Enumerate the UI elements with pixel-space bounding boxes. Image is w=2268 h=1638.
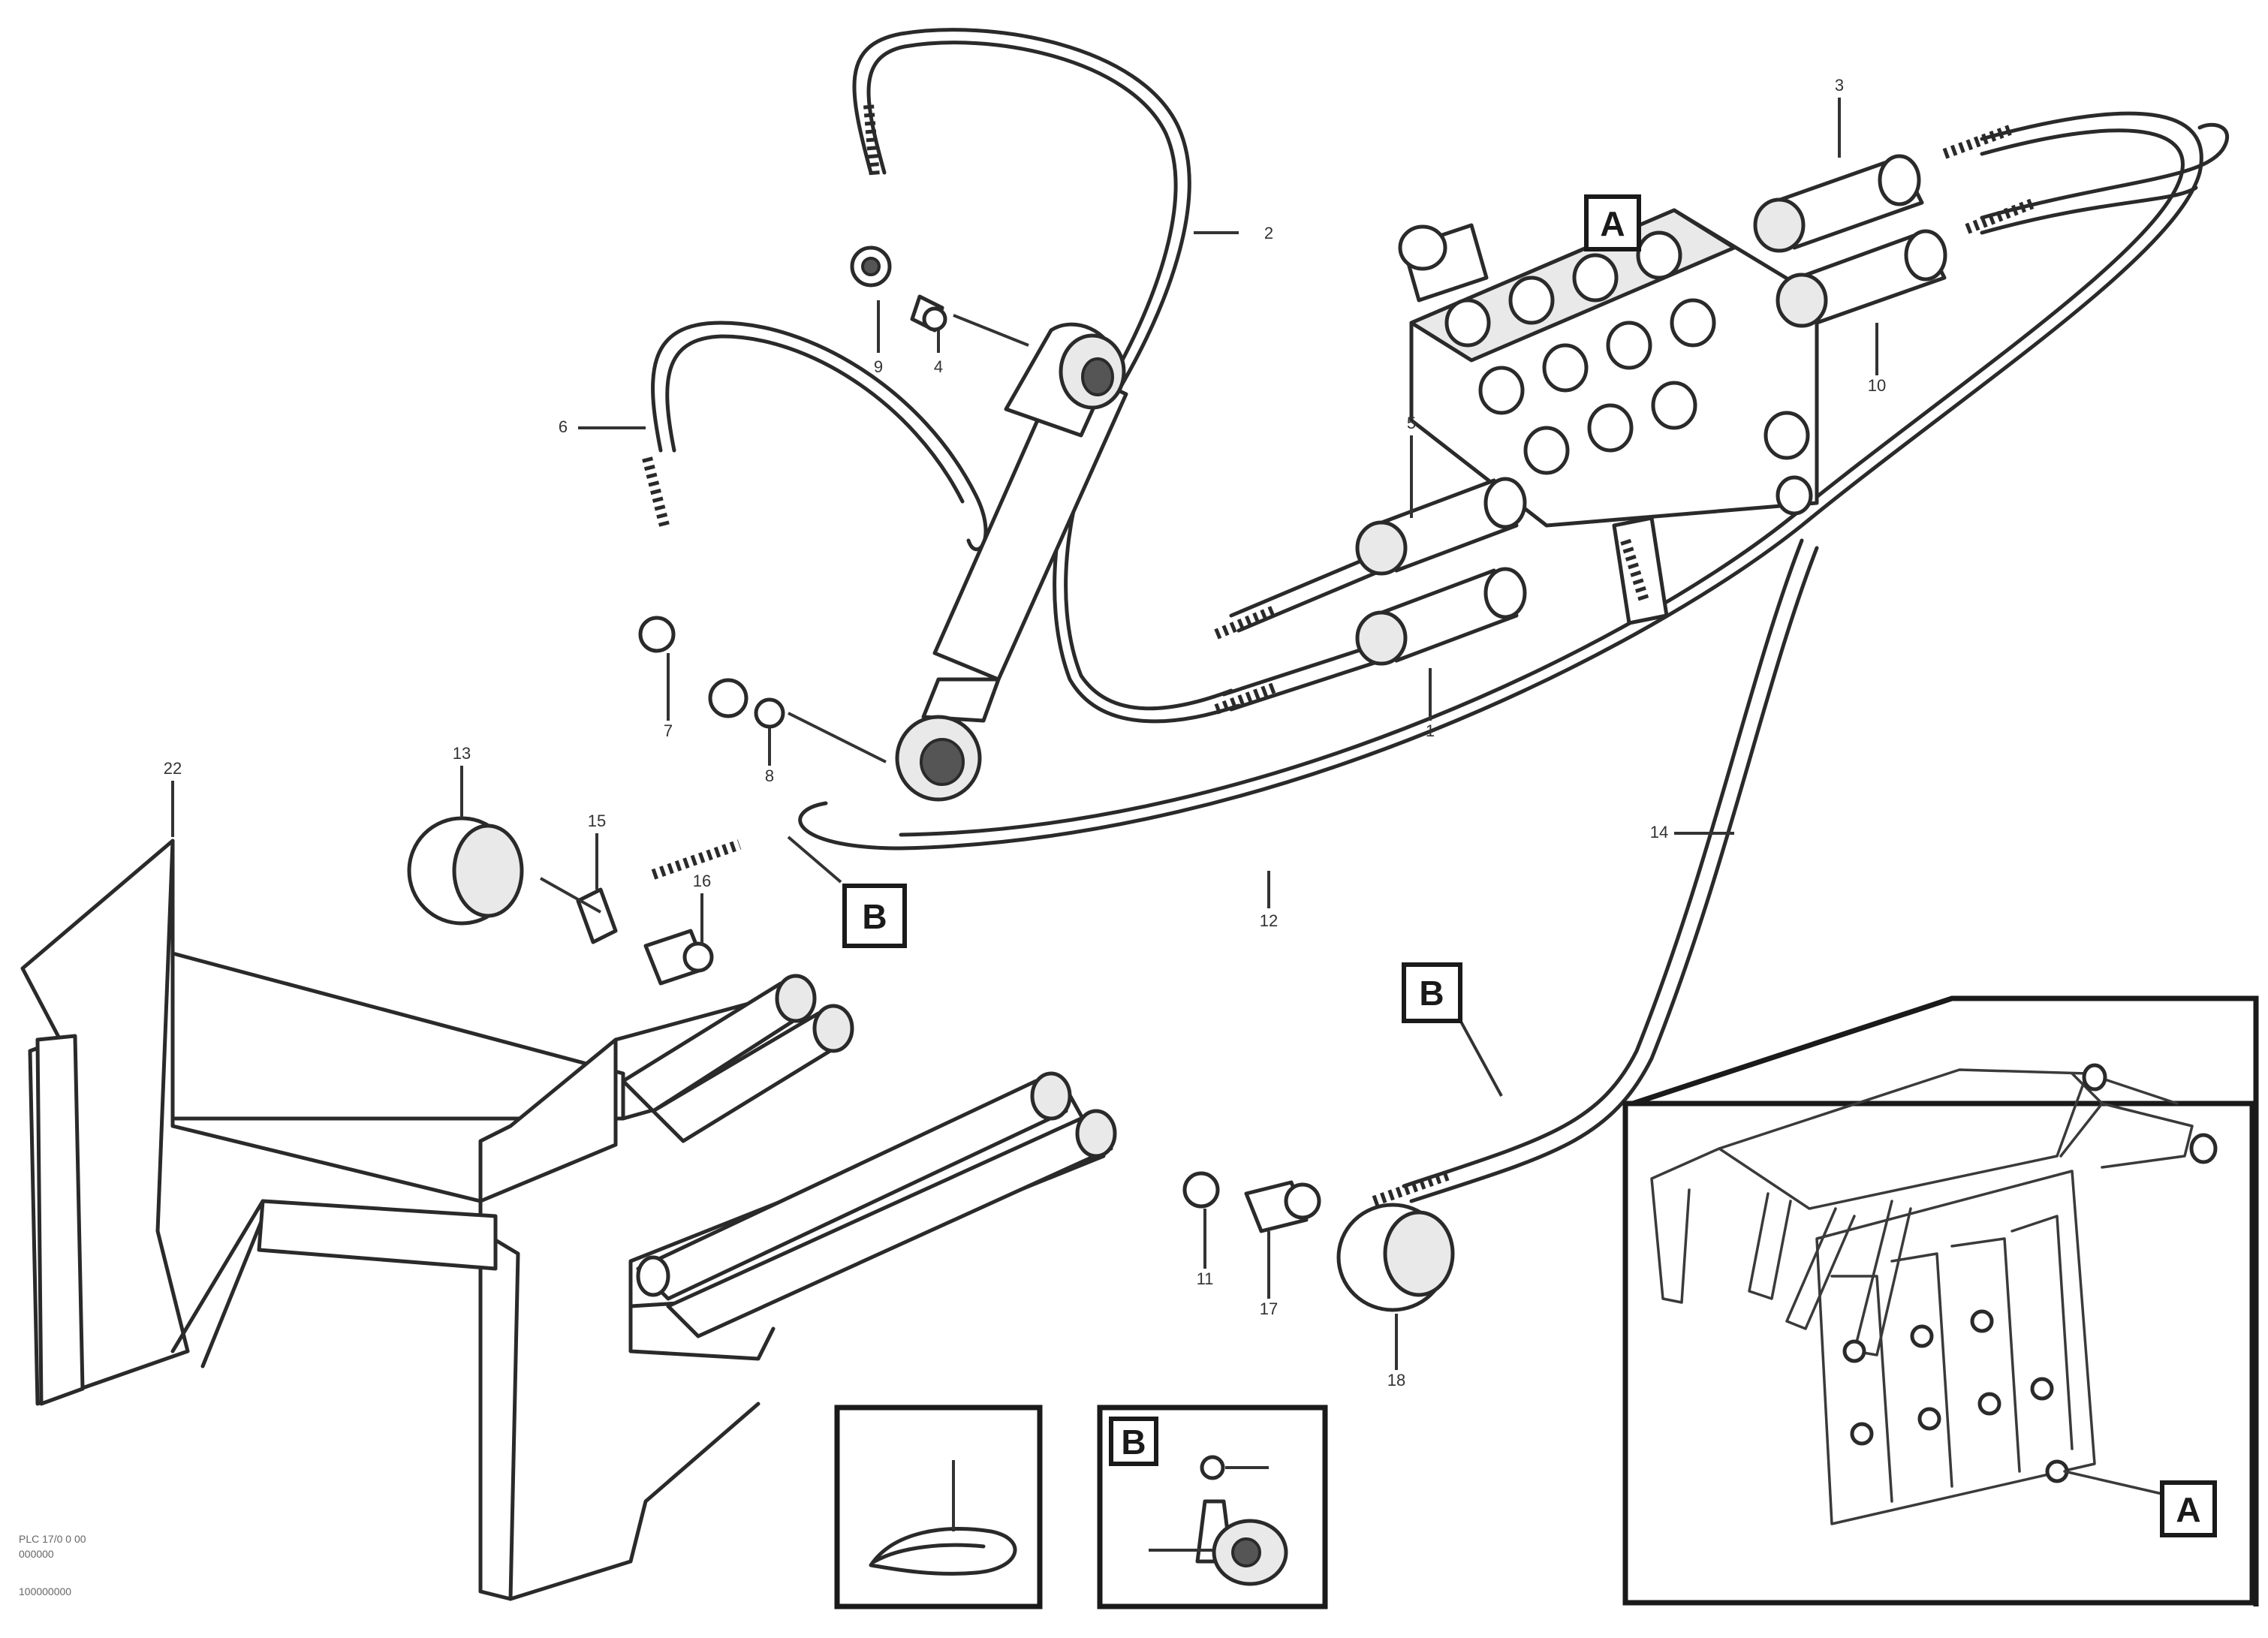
svg-text:000000: 000000 (19, 1548, 54, 1560)
callout-18: 18 (1387, 1371, 1405, 1390)
callout-22: 22 (164, 759, 182, 778)
callout-3: 3 (1835, 76, 1844, 95)
hose-threaded-ends (642, 104, 2037, 1206)
ref-label-a-top: A (1584, 194, 1641, 251)
callout-10: 10 (1868, 376, 1886, 395)
callout-5: 5 (1407, 414, 1416, 432)
callout-9: 9 (874, 357, 883, 376)
hose-small-loop (651, 321, 988, 552)
ref-label-b-right: B (1402, 962, 1462, 1023)
svg-text:B: B (862, 897, 887, 936)
roller-cap-left (407, 816, 524, 926)
drawing-code: PLC 17/0 0 00 000000 100000000 (19, 1533, 86, 1597)
callout-14: 14 (1650, 823, 1668, 842)
valve-end-caps (1753, 154, 1947, 328)
roller-cap-right (1336, 1203, 1455, 1312)
control-valve-block (1398, 208, 1819, 625)
hose-long-right-loop (798, 111, 2229, 851)
callout-2: 2 (1264, 224, 1273, 242)
callout-16: 16 (693, 872, 711, 890)
hose-to-valve-lower (1221, 553, 1384, 712)
hydraulic-cylinder (895, 322, 1128, 802)
callout-12: 12 (1260, 911, 1278, 930)
hose-down-right (1402, 538, 1819, 1203)
callout-1: 1 (1426, 721, 1435, 740)
svg-text:B: B (1121, 1423, 1146, 1462)
fitting-cluster-mid (638, 616, 785, 729)
svg-text:A: A (1600, 204, 1625, 243)
callout-4: 4 (934, 357, 943, 376)
valve-spool-rows (1444, 230, 1813, 516)
callout-11: 11 (1197, 1269, 1214, 1288)
callout-6: 6 (559, 417, 568, 436)
svg-text:100000000: 100000000 (19, 1585, 71, 1597)
inset-fitting-detail: B (1097, 1405, 1328, 1609)
callout-13: 13 (453, 744, 471, 763)
fitting-cluster-left (576, 887, 714, 986)
hose-large-loop (852, 28, 1241, 724)
inset-machine-view: A (1622, 995, 2259, 1606)
callout-17: 17 (1260, 1299, 1278, 1318)
inset-hose-coil (834, 1405, 1043, 1609)
svg-text:A: A (2176, 1490, 2200, 1529)
callout-leaders (171, 98, 1878, 1370)
callout-15: 15 (588, 811, 606, 830)
ref-label-b-mid: B (842, 884, 907, 948)
callout-8: 8 (765, 766, 774, 785)
svg-text:B: B (1419, 974, 1444, 1013)
callout-7: 7 (664, 721, 673, 740)
attachment-pins (621, 974, 1117, 1338)
valve-lower-caps (1355, 477, 1527, 666)
svg-text:PLC 17/0 0 00: PLC 17/0 0 00 (19, 1533, 86, 1545)
fitting-cluster-top (850, 245, 947, 333)
fitting-cluster-right (1182, 1171, 1321, 1233)
